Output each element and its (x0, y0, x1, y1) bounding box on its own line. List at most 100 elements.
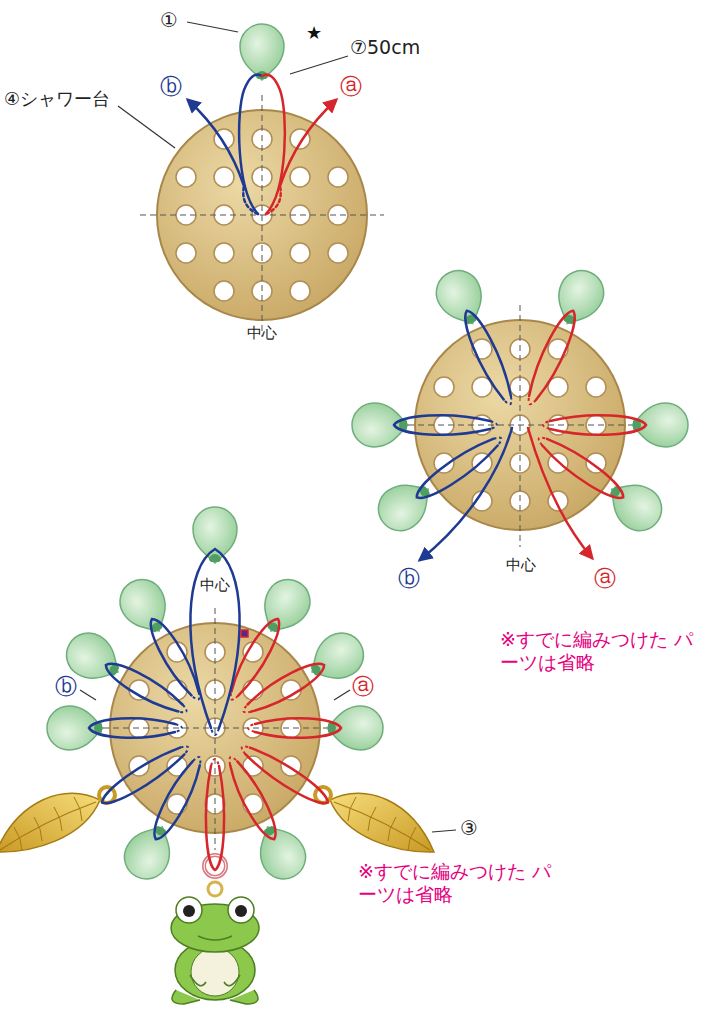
center-line (262, 95, 263, 337)
thread (528, 428, 592, 558)
leaf-vein (60, 819, 62, 831)
thread-loop (542, 439, 623, 498)
leaf-charm (0, 787, 115, 852)
base-hole (586, 453, 606, 473)
thread-loop (529, 311, 575, 400)
note-text: ※すでに編みつけた パーツは省略 (358, 860, 563, 906)
callout-label: ⓐ (352, 674, 374, 700)
jump-ring (204, 855, 226, 877)
center-line (520, 305, 521, 547)
drop-bead (327, 706, 383, 750)
thread-under (539, 438, 547, 446)
thread (239, 75, 262, 214)
leaf-vein (80, 809, 82, 821)
frog-pupil (183, 905, 195, 917)
leaf-vein (388, 829, 390, 841)
leaf-body (330, 793, 434, 852)
jump-ring (204, 855, 226, 877)
base-hole (290, 243, 310, 263)
leaf-vein (14, 827, 20, 839)
thread-loop (255, 718, 341, 738)
thread-loop (190, 549, 239, 728)
leaf-vein (368, 819, 370, 831)
drop-bead (429, 263, 493, 332)
frog-head (171, 904, 259, 952)
base-hole (586, 377, 606, 397)
drop-bead (370, 471, 441, 539)
leaf-vein (348, 809, 350, 821)
frog-belly (191, 948, 239, 996)
thread (262, 75, 285, 214)
thread-under (504, 396, 512, 404)
thread-loop (89, 718, 175, 738)
drop-body (193, 507, 237, 563)
leaf-vein (350, 797, 356, 809)
frog-hands (190, 975, 240, 986)
leaf-vein (390, 817, 396, 829)
thread-loop (394, 415, 490, 435)
leader-line (118, 106, 175, 148)
callout-label: ④シャワー台 (4, 88, 110, 110)
thread-under (180, 746, 188, 754)
thread-loop (206, 766, 224, 870)
callout-label: ③ (460, 816, 478, 840)
callout-label: 中心 (200, 576, 230, 594)
thread-loop (248, 664, 325, 712)
drop-bead (547, 263, 611, 332)
base-hole (290, 281, 310, 301)
base-hole (328, 167, 348, 187)
thread-under (490, 421, 497, 429)
frog-ring (208, 882, 222, 896)
callout-label: ⓐ (594, 566, 616, 592)
leader-line (80, 690, 96, 700)
drop-bead (632, 403, 688, 447)
leaf-vein (40, 829, 42, 841)
thread-under (493, 438, 501, 446)
drop-body (352, 403, 408, 447)
drop-body (547, 263, 611, 332)
callout-label: ① (160, 8, 178, 32)
base-hole (434, 377, 454, 397)
drop-bead (193, 507, 237, 563)
thread-under (230, 757, 238, 765)
knot-mark (241, 630, 248, 637)
base-hole (328, 243, 348, 263)
base-hole (243, 794, 263, 814)
base-hole (167, 794, 187, 814)
thread (243, 186, 258, 214)
leaf-vein (74, 797, 80, 809)
frog-eye (176, 897, 202, 923)
thread-under (178, 705, 186, 713)
drop-body (370, 471, 441, 539)
drop-body (327, 706, 383, 750)
base-hole (434, 453, 454, 473)
leaf-charm (315, 787, 434, 852)
thread (280, 100, 336, 186)
frog-feet (172, 990, 258, 1004)
thread-loop (106, 664, 182, 712)
thread-under (211, 728, 219, 735)
leader-line (334, 690, 350, 700)
leaf-vein (20, 839, 22, 851)
drop-body (240, 24, 284, 80)
base-hole (167, 680, 187, 700)
callout-label: ⓑ (398, 566, 420, 592)
callout-label: ⓑ (160, 74, 182, 100)
drop-bead (352, 403, 408, 447)
leaf-vein (410, 827, 416, 839)
thread-under (242, 746, 250, 754)
callout-label: 中心 (506, 556, 536, 574)
drop-body (632, 403, 688, 447)
frog-eye (228, 897, 254, 923)
thread-loop (417, 439, 498, 498)
note-text: ※すでに編みつけた パーツは省略 (500, 628, 705, 674)
callout-label: ★ (306, 22, 322, 44)
drop-hole (209, 554, 221, 562)
base-hole (243, 680, 263, 700)
base-hole (214, 243, 234, 263)
drop-bead (599, 471, 670, 539)
base-hole (214, 167, 234, 187)
base-hole (290, 167, 310, 187)
